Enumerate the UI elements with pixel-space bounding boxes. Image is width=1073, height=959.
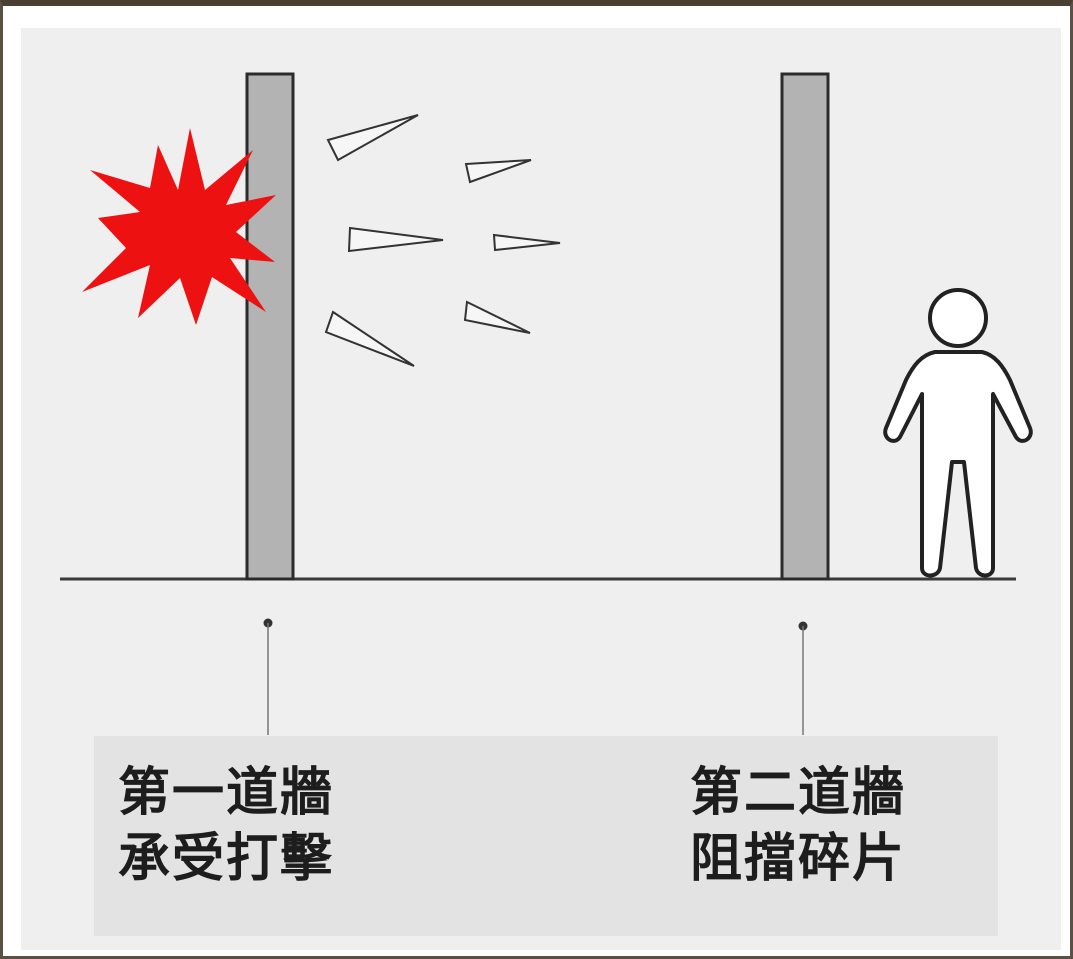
second-wall-caption: 阻擋碎片: [690, 829, 907, 889]
explosion-icon: [82, 128, 276, 325]
debris-shard-icon: [347, 226, 444, 253]
debris-shard-icon: [326, 114, 419, 162]
leader-first: [263, 618, 273, 735]
leader-second: [798, 621, 808, 735]
second-wall-label: 第二道牆 阻擋碎片: [690, 760, 906, 892]
debris-group: [324, 114, 561, 367]
debris-shard-icon: [492, 233, 561, 252]
debris-shard-icon: [464, 159, 532, 184]
first-wall-title: 第一道牆: [118, 763, 335, 823]
debris-shard-icon: [463, 300, 531, 334]
first-wall-caption: 承受打擊: [118, 829, 335, 889]
second-wall: [780, 72, 830, 581]
person-icon: [883, 288, 1033, 578]
first-wall: [245, 72, 295, 581]
debris-shard-icon: [324, 310, 415, 367]
label-band: [94, 736, 998, 936]
first-wall-label: 第一道牆 承受打擊: [118, 760, 334, 892]
second-wall-title: 第二道牆: [690, 763, 907, 823]
